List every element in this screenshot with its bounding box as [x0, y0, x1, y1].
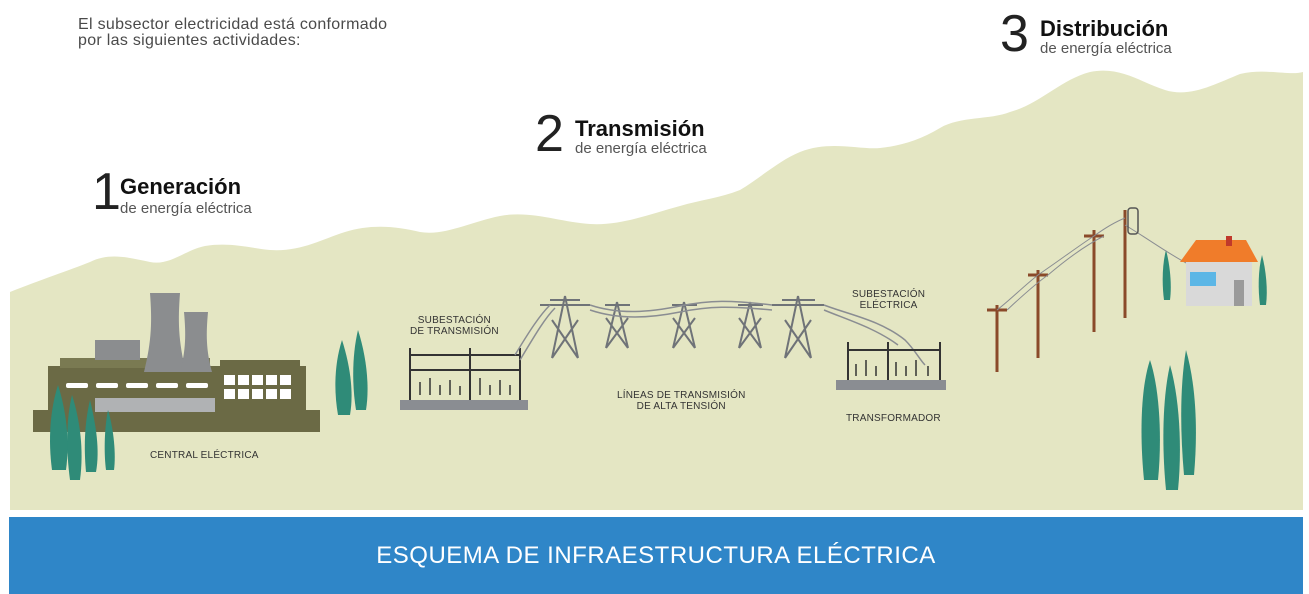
intro-line-2: por las siguientes actividades:: [78, 32, 301, 49]
label-transformer: TRANSFORMADOR: [846, 413, 941, 424]
step-subtitle: de energía eléctrica: [1040, 40, 1172, 57]
plant-windows: [66, 375, 291, 399]
step-number: 2: [535, 105, 564, 163]
step-generation: 1 Generación de energía eléctrica: [92, 163, 312, 221]
plant-block: [60, 358, 210, 368]
landscape: [10, 70, 1303, 511]
house: [1180, 236, 1258, 306]
label-line: DE TRANSMISIÓN: [410, 326, 499, 337]
electric-substation: [836, 342, 946, 390]
label-line: SUBESTACIÓN: [417, 315, 491, 326]
step-distribution: 3 Distribución de energía eléctrica: [1000, 5, 1240, 63]
banner-title: ESQUEMA DE INFRAESTRUCTURA ELÉCTRICA: [376, 541, 936, 569]
label-transmission-substation: SUBESTACIÓN DE TRANSMISIÓN: [410, 315, 499, 337]
transmission-substation: [400, 348, 528, 410]
label-line: SUBESTACIÓN: [852, 289, 926, 300]
step-title: Distribución: [1040, 16, 1169, 41]
intro-line-1: El subsector electricidad está conformad…: [78, 16, 388, 33]
distribution-poles: [987, 210, 1127, 372]
power-plant: [33, 293, 320, 432]
transformer-box: [1127, 207, 1139, 235]
step-subtitle: de energía eléctrica: [575, 140, 707, 157]
transmission-towers: [540, 295, 824, 359]
banner: ESQUEMA DE INFRAESTRUCTURA ELÉCTRICA: [9, 517, 1303, 594]
step-number: 3: [1000, 5, 1029, 63]
label-line: LÍNEAS DE TRANSMISIÓN: [617, 390, 746, 401]
intro-text: El subsector electricidad está conformad…: [78, 17, 387, 49]
step-title: Generación: [120, 174, 242, 199]
plant-base: [33, 410, 320, 432]
plant-platform: [95, 398, 215, 412]
step-transmission: 2 Transmisión de energía eléctrica: [535, 105, 775, 163]
label-power-plant: CENTRAL ELÉCTRICA: [150, 450, 259, 461]
plant-annex: [95, 340, 140, 360]
cooling-tower-2: [180, 312, 212, 372]
power-lines: [514, 300, 926, 366]
label-line: DE ALTA TENSIÓN: [636, 401, 726, 412]
label-electric-substation: SUBESTACIÓN ELÉCTRICA: [852, 289, 925, 311]
step-subtitle: de energía eléctrica: [120, 200, 252, 217]
label-line: ELÉCTRICA: [859, 300, 918, 311]
label-transmission-lines: LÍNEAS DE TRANSMISIÓN DE ALTA TENSIÓN: [617, 390, 746, 412]
trees: [50, 250, 1267, 490]
distribution-lines: [996, 217, 1191, 311]
cooling-tower-1: [144, 293, 186, 372]
step-number: 1: [92, 163, 121, 221]
step-title: Transmisión: [575, 116, 705, 141]
